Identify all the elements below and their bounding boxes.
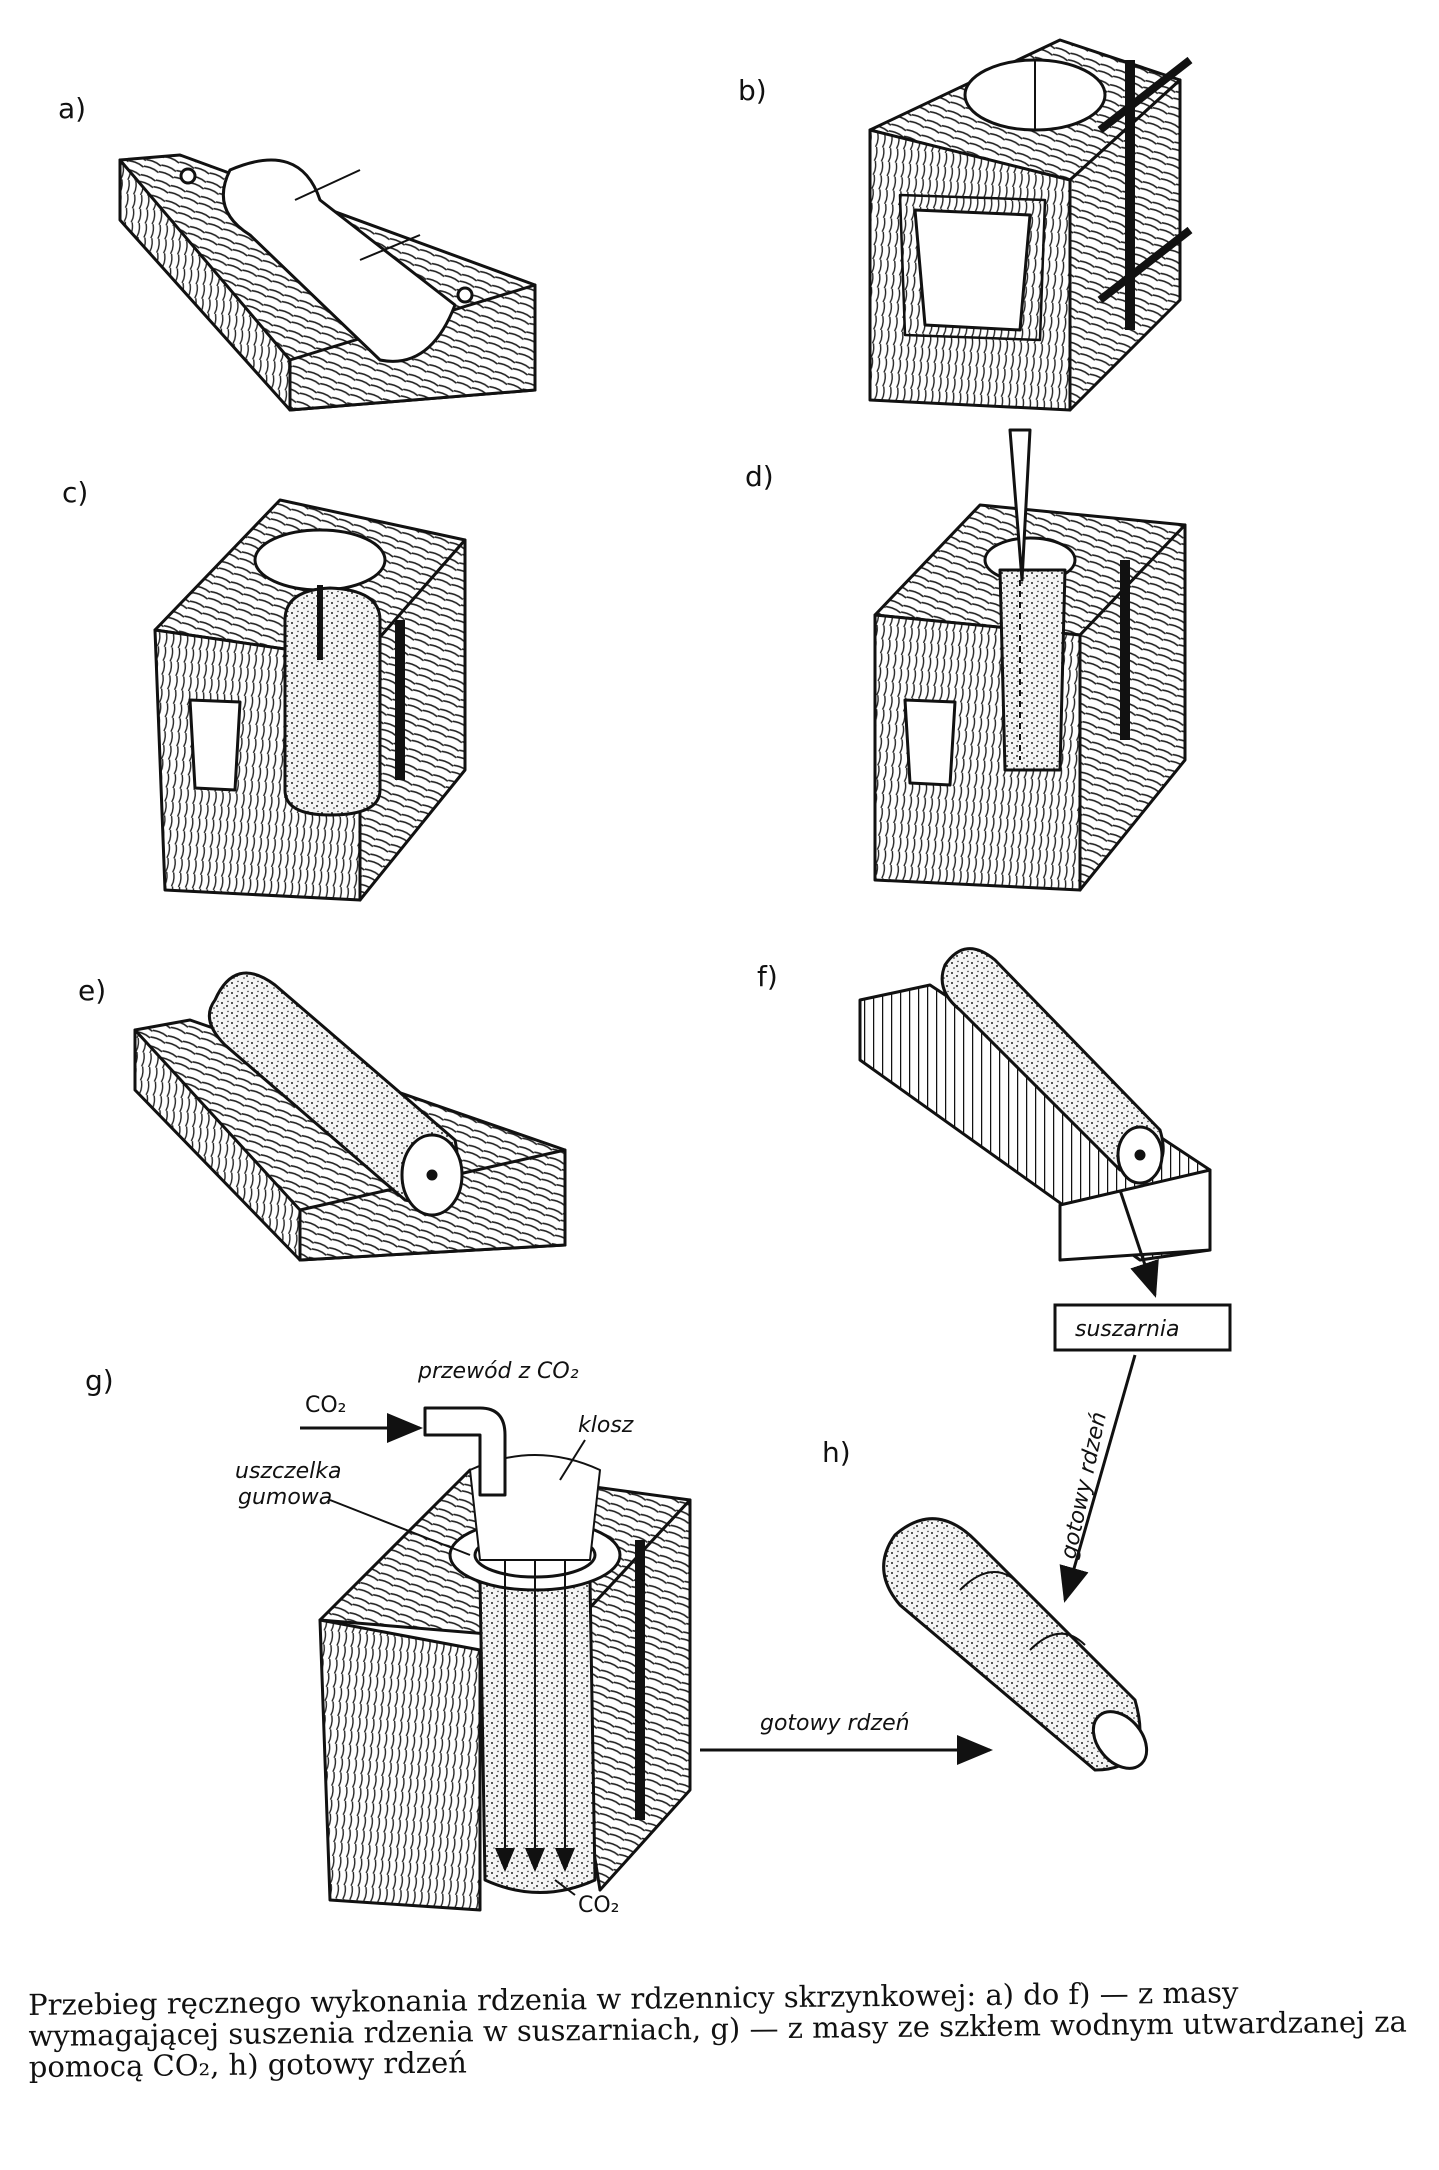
dryer-box [1053,1303,1232,1352]
rubber-seal-line1: uszczelka [235,1459,341,1484]
panel-b-label: b) [738,74,767,107]
core-box-d [873,428,1187,892]
panel-g: g) CO₂ przewód z CO₂ klosz uszczelka gum… [85,1359,993,1918]
core-box-c [153,498,467,902]
arrow-to-dryer [1118,1189,1159,1298]
panel-e: e) [78,971,567,1262]
panel-c-label: c) [62,476,88,509]
panel-c: c) [62,476,467,902]
half-core-box-a [118,153,537,412]
panel-a: a) [58,92,537,412]
panel-a-label: a) [58,92,86,125]
finished-core-horizontal-label: gotowy rdzeń [760,1711,910,1736]
hood-label: klosz [578,1413,634,1438]
panel-b: b) [738,38,1193,412]
arrow-to-finished-core [1059,1354,1137,1603]
panel-h: h) [822,1436,1149,1772]
finished-core-h [882,1517,1149,1772]
panel-d: d) [745,428,1187,892]
panel-f: f) suszarnia gotowy rdzeń [757,947,1232,1603]
panel-e-label: e) [78,974,106,1007]
rubber-seal-label: uszczelka gumowa [235,1459,348,1510]
panel-d-label: d) [745,460,774,493]
co2-outlet-leader [554,1879,576,1896]
rubber-seal-leader [329,1499,471,1556]
panel-g-label: g) [85,1364,114,1397]
finished-core-diag-label: gotowy rdzeń [1056,1410,1112,1561]
half-core-box-e [133,971,567,1262]
closed-core-box-b [868,38,1193,412]
gas-supply-line-label: przewód z CO₂ [417,1359,579,1384]
drying-plate-f [858,947,1212,1262]
hood-leader [559,1439,586,1481]
dryer-label: suszarnia [1075,1317,1179,1342]
co2-outlet-label: CO₂ [578,1893,620,1918]
panel-f-label: f) [757,960,778,993]
rubber-seal-line2: gumowa [238,1485,332,1510]
figure-caption: Przebieg ręcznego wykonania rdzenia w rd… [27,1975,1407,2084]
panel-h-label: h) [822,1436,851,1469]
co2-core-box-g [318,1406,692,1912]
co2-inlet-label: CO₂ [305,1393,347,1418]
